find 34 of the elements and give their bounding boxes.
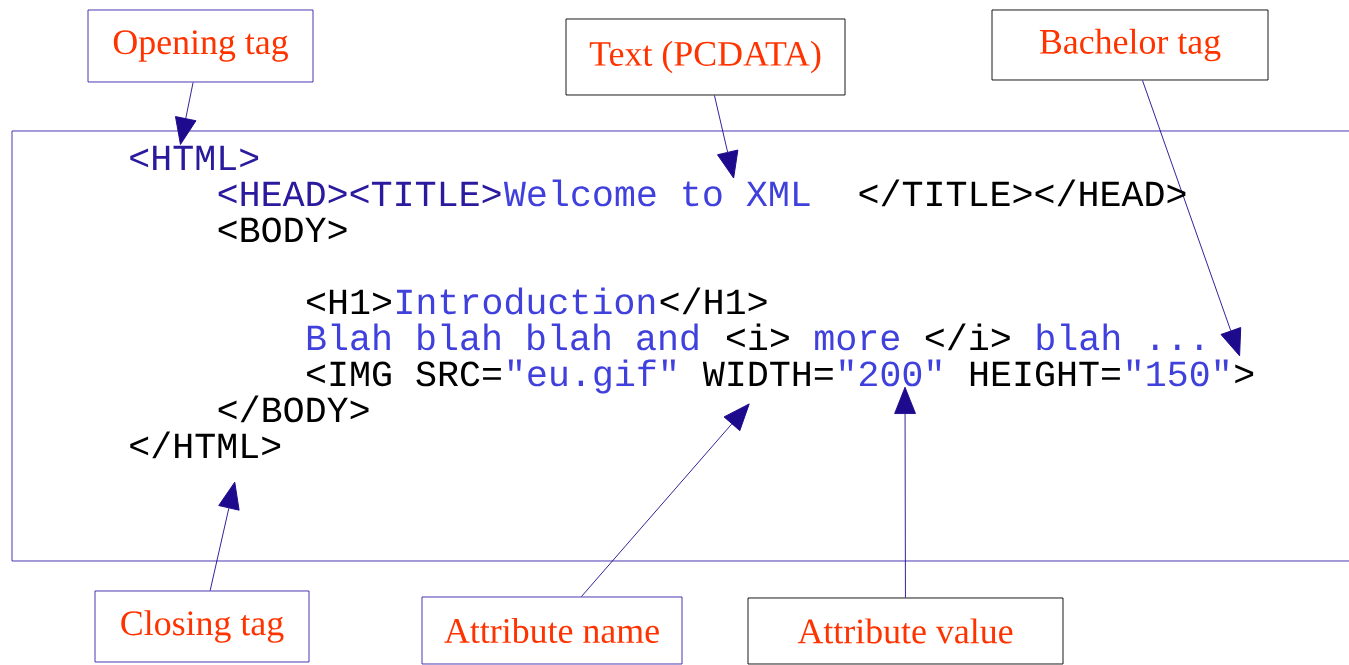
code-text: </H1> [660, 287, 767, 315]
code-text: </HTML> [130, 431, 281, 459]
callout-box: Bachelor tag [991, 9, 1269, 81]
code-text: Welcome to XML [503, 179, 810, 207]
code-text: HEIGHT= [970, 361, 1120, 387]
callout-box: Closing tag [94, 590, 310, 663]
code-text: "150" [1127, 359, 1228, 387]
code-text: </TITLE></HEAD> [859, 179, 1186, 207]
code-text: <i> [727, 323, 789, 350]
code-text: Introduction [397, 287, 655, 315]
code-text: <HEAD><TITLE> [218, 181, 501, 206]
code-text: WIDTH= [702, 361, 833, 386]
code-text: Blah blah blah and [307, 323, 698, 351]
leader-arrow [894, 386, 916, 598]
code-text: </i> [925, 323, 1010, 351]
code-text: <IMG SRC= [307, 361, 501, 387]
callout-box: Opening tag [87, 9, 314, 83]
code-text: "200" [840, 359, 941, 387]
callout-box: Attribute name [421, 596, 683, 665]
code-text: "eu.gif" [508, 359, 675, 394]
code-text: <BODY> [218, 217, 347, 243]
leader-arrow [714, 95, 739, 179]
leader-arrow [175, 82, 197, 145]
code-text: blah ... [1037, 323, 1202, 351]
code-text: more [815, 330, 899, 351]
code-text: <H1> [307, 289, 391, 314]
callout-box: Attribute value [747, 597, 1064, 665]
leader-arrow [209, 481, 240, 591]
code-text: <HTML> [130, 145, 259, 170]
leader-arrow [581, 403, 750, 597]
callout-box: Text (PCDATA) [565, 18, 846, 96]
code-text: </BODY> [218, 395, 369, 423]
leader-arrow [1142, 80, 1242, 357]
code-text: > [1235, 364, 1254, 384]
